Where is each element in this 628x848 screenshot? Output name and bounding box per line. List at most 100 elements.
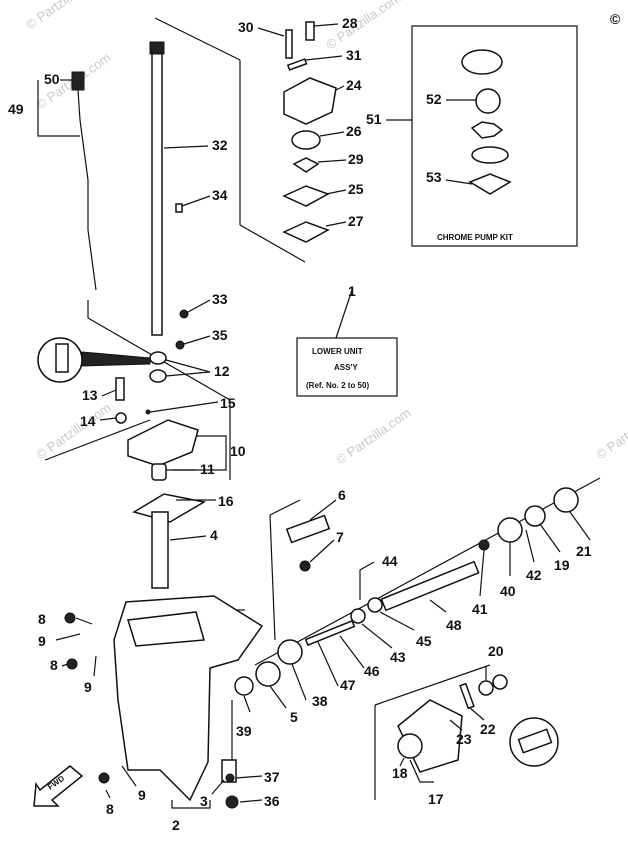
watermark: © Partzilla.com bbox=[23, 0, 103, 32]
callout-22: 22 bbox=[480, 721, 496, 737]
callout-50: 50 bbox=[44, 71, 60, 87]
gear-40 bbox=[497, 517, 523, 543]
oil-seal-detail bbox=[37, 337, 167, 383]
gasket-25 bbox=[282, 185, 330, 207]
seal-detail-profile bbox=[517, 728, 553, 754]
kit-label: CHROME PUMP KIT bbox=[437, 233, 513, 242]
callout-23: 23 bbox=[456, 731, 472, 747]
spring-43 bbox=[350, 608, 366, 624]
chrome-pump-kit-box: CHROME PUMP KIT bbox=[411, 25, 578, 247]
callout-15: 15 bbox=[220, 395, 236, 411]
shift-rod-49 bbox=[77, 89, 97, 291]
washer-37 bbox=[225, 773, 235, 783]
callout-34: 34 bbox=[212, 187, 228, 203]
bolt-28 bbox=[305, 21, 315, 41]
callout-25: 25 bbox=[348, 181, 364, 197]
callout-37: 37 bbox=[264, 769, 280, 785]
bearing-carrier-assembly bbox=[397, 674, 559, 773]
watermark: © Partzilla.com bbox=[323, 0, 403, 52]
callout-8-bottom: 8 bbox=[106, 801, 114, 817]
impeller-part bbox=[470, 121, 504, 139]
housing-10 bbox=[127, 419, 199, 467]
bolt-33 bbox=[179, 309, 189, 319]
callout-3: 3 bbox=[200, 793, 208, 809]
callout-39: 39 bbox=[236, 723, 252, 739]
callout-labels: 30 28 31 24 26 29 25 27 51 52 53 32 34 3… bbox=[8, 15, 592, 833]
seal-21 bbox=[553, 487, 579, 513]
callout-11: 11 bbox=[200, 461, 215, 477]
key-34 bbox=[175, 203, 183, 213]
callout-18: 18 bbox=[392, 765, 408, 781]
watermark: © Partzilla.com bbox=[333, 405, 413, 468]
plate-27 bbox=[282, 221, 330, 243]
callout-43: 43 bbox=[390, 649, 406, 665]
plug-36 bbox=[225, 795, 239, 809]
callout-40: 40 bbox=[500, 583, 516, 599]
oil-seal-upper-12 bbox=[149, 351, 167, 365]
callout-14: 14 bbox=[80, 413, 96, 429]
lockwasher-20 bbox=[492, 674, 508, 690]
forward-arrow: FWD bbox=[33, 765, 84, 807]
lower-unit-assy-box: LOWER UNIT ASS'Y (Ref. No. 2 to 50) bbox=[296, 337, 398, 397]
shift-rod-end-50 bbox=[71, 71, 85, 91]
callout-24: 24 bbox=[346, 77, 362, 93]
callout-28: 28 bbox=[342, 15, 358, 31]
watermark: © Partzilla.com bbox=[33, 400, 113, 463]
callout-19: 19 bbox=[554, 557, 570, 573]
screw-8-bottom bbox=[98, 772, 110, 784]
dowel-15 bbox=[145, 409, 151, 415]
callout-1: 1 bbox=[348, 283, 356, 299]
outer-plate-part bbox=[468, 173, 512, 195]
bolt-22 bbox=[459, 682, 475, 710]
callout-9-bottom: 9 bbox=[138, 787, 146, 803]
water-pump-parts bbox=[282, 21, 337, 243]
propeller-shaft-assembly bbox=[234, 487, 579, 696]
bearing-19 bbox=[524, 505, 546, 527]
pump-housing-24 bbox=[283, 77, 337, 125]
bolt-13 bbox=[115, 377, 125, 401]
gear-38 bbox=[277, 639, 303, 665]
pin-31 bbox=[286, 58, 308, 71]
callout-46: 46 bbox=[364, 663, 380, 679]
callout-29: 29 bbox=[348, 151, 364, 167]
callout-35: 35 bbox=[212, 327, 228, 343]
anode-6 bbox=[285, 514, 331, 544]
callout-20: 20 bbox=[488, 643, 504, 659]
washer-35 bbox=[175, 340, 185, 350]
screw-8-top bbox=[64, 612, 76, 624]
callout-32: 32 bbox=[212, 137, 228, 153]
bushing-11 bbox=[151, 463, 167, 481]
watermark-group: © Partzilla.com © Partzilla.com © Partzi… bbox=[23, 0, 628, 467]
oil-seal-lower-12 bbox=[149, 369, 167, 383]
impeller-29 bbox=[292, 157, 320, 173]
detail-pointer bbox=[81, 351, 151, 367]
callout-33: 33 bbox=[212, 291, 228, 307]
propeller-shaft-48 bbox=[380, 560, 480, 612]
callout-27: 27 bbox=[348, 213, 364, 229]
callout-9-top: 9 bbox=[38, 633, 46, 649]
drive-shaft-group bbox=[71, 41, 189, 350]
watermark: © Partzilla.com bbox=[593, 400, 628, 463]
push-rod-47 bbox=[304, 619, 356, 647]
copyright-mark: © bbox=[610, 11, 621, 27]
callout-48: 48 bbox=[446, 617, 462, 633]
callout-2: 2 bbox=[172, 817, 180, 833]
callout-21: 21 bbox=[576, 543, 592, 559]
callout-10: 10 bbox=[230, 443, 246, 459]
callout-9-mid: 9 bbox=[84, 679, 92, 695]
callout-45: 45 bbox=[416, 633, 432, 649]
detail-seal-profile bbox=[55, 343, 69, 373]
bolt-30 bbox=[285, 29, 293, 59]
callout-8-mid: 8 bbox=[50, 657, 58, 673]
pump-housing-base-group bbox=[115, 377, 207, 589]
screw-8-mid bbox=[66, 658, 78, 670]
assy-line1: LOWER UNIT bbox=[312, 347, 363, 356]
callout-4: 4 bbox=[210, 527, 218, 543]
callout-8-top: 8 bbox=[38, 611, 46, 627]
callout-26: 26 bbox=[346, 123, 362, 139]
water-tube-4 bbox=[151, 511, 169, 589]
callout-16: 16 bbox=[218, 493, 234, 509]
callout-30: 30 bbox=[238, 19, 254, 35]
gear-case-body bbox=[64, 514, 331, 809]
callout-47: 47 bbox=[340, 677, 356, 693]
